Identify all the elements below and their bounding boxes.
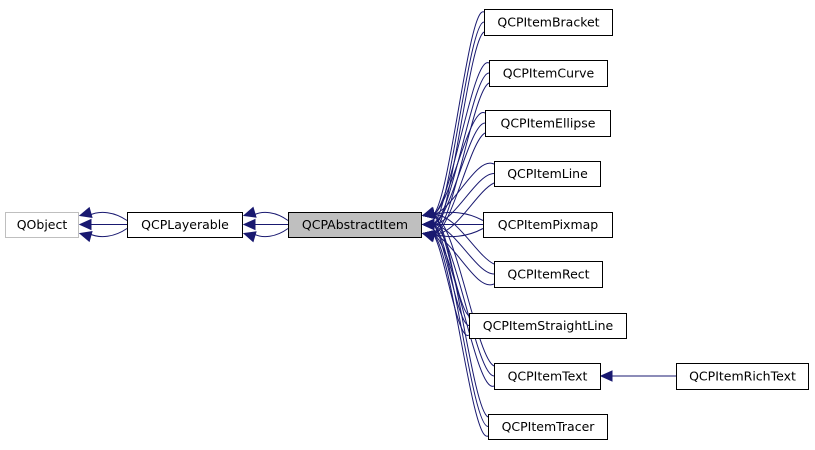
edge-curve: [252, 228, 289, 238]
edge-curve: [431, 21, 485, 225]
edge-curve: [431, 211, 484, 221]
edge-curve: [431, 11, 485, 216]
class-node-qcpitemtext[interactable]: QCPItemText: [494, 363, 601, 390]
class-box: [5, 212, 79, 238]
class-box: [676, 363, 809, 390]
class-node-qcpitemstraightline[interactable]: QCPItemStraightLine: [469, 313, 627, 339]
class-box: [288, 212, 422, 238]
class-label: QCPLayerable: [141, 217, 229, 232]
arrowhead: [421, 207, 436, 219]
class-node-qcplayerable[interactable]: QCPLayerable: [127, 212, 243, 238]
arrowhead: [242, 218, 256, 231]
class-label: QObject: [17, 217, 68, 232]
edge-curve: [431, 224, 495, 275]
edge-curve: [431, 112, 486, 216]
arrowhead: [242, 206, 257, 218]
edge-curve: [431, 31, 485, 235]
class-node-qcpitempixmap[interactable]: QCPItemPixmap: [483, 212, 613, 238]
arrowhead: [78, 231, 93, 243]
class-label: QCPItemEllipse: [500, 116, 595, 131]
edge-curve: [88, 211, 128, 221]
edge-curve: [431, 215, 489, 418]
edge-curve: [88, 228, 128, 238]
class-box: [484, 9, 613, 36]
edge-curve: [431, 214, 495, 367]
class-node-qcpitemrect[interactable]: QCPItemRect: [494, 261, 603, 288]
arrowhead: [242, 231, 257, 243]
class-box: [494, 363, 601, 390]
inheritance-edge: [78, 206, 128, 243]
edges-layer: [78, 11, 676, 437]
class-node-qcpabstractitem[interactable]: QCPAbstractItem: [288, 212, 422, 238]
arrowhead: [599, 370, 613, 382]
class-box: [127, 212, 243, 238]
inheritance-edge: [599, 370, 676, 382]
inheritance-edge: [421, 11, 485, 242]
inheritance-edge: [242, 206, 289, 243]
class-node-qcpitemtracer[interactable]: QCPItemTracer: [488, 414, 608, 440]
class-label: QCPItemLine: [507, 166, 588, 181]
class-node-qobject[interactable]: QObject: [5, 212, 79, 238]
arrowhead: [421, 218, 435, 231]
class-box: [494, 261, 603, 288]
class-node-qcpitemcurve[interactable]: QCPItemCurve: [489, 60, 608, 87]
edge-curve: [431, 162, 495, 216]
edge-curve: [431, 62, 490, 216]
class-box: [483, 212, 613, 238]
class-label: QCPItemStraightLine: [483, 318, 614, 333]
class-box: [469, 313, 627, 339]
edge-curve: [431, 224, 489, 427]
class-label: QCPItemTracer: [502, 419, 596, 434]
edge-curve: [252, 211, 289, 221]
edge-curve: [431, 233, 495, 387]
edge-curve: [431, 233, 489, 437]
class-node-qcpitembracket[interactable]: QCPItemBracket: [484, 9, 613, 36]
class-label: QCPItemText: [508, 369, 588, 384]
class-box: [489, 60, 608, 87]
arrowhead: [78, 206, 93, 218]
class-box: [488, 414, 608, 440]
class-label: QCPItemRichText: [689, 369, 796, 384]
class-node-qcpitemellipse[interactable]: QCPItemEllipse: [485, 110, 611, 137]
class-node-qcpitemrichtext[interactable]: QCPItemRichText: [676, 363, 809, 390]
class-box: [485, 110, 611, 137]
edge-curve: [431, 224, 495, 377]
inheritance-edge: [421, 207, 489, 437]
class-label: QCPItemBracket: [497, 15, 599, 30]
class-label: QCPItemRect: [507, 267, 589, 282]
edge-curve: [431, 214, 495, 265]
arrowhead: [421, 230, 436, 242]
class-box: [494, 161, 601, 187]
edge-curve: [431, 214, 470, 317]
class-node-qcpitemline[interactable]: QCPItemLine: [494, 161, 601, 187]
class-label: QCPItemCurve: [503, 66, 595, 81]
edge-curve: [431, 224, 470, 326]
arrowhead: [78, 218, 92, 231]
class-label: QCPItemPixmap: [498, 217, 599, 232]
class-label: QCPAbstractItem: [302, 217, 408, 232]
